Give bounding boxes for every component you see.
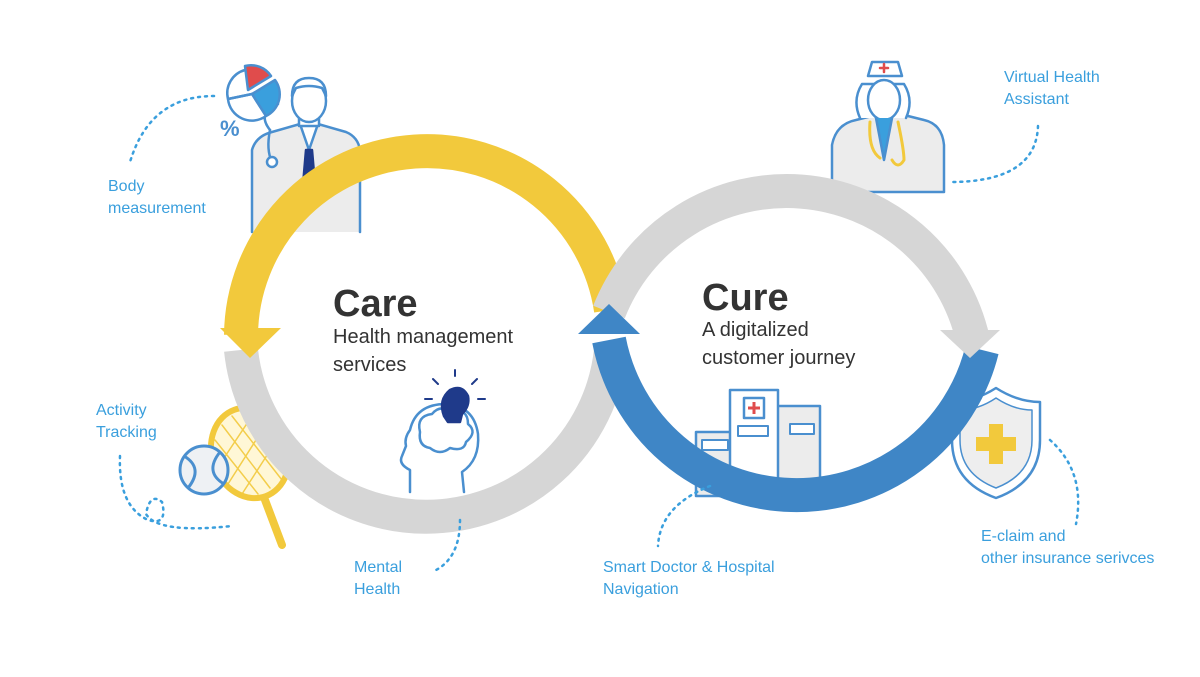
care-subtitle-line-1: Health management: [333, 326, 514, 348]
label-line: Virtual Health: [1004, 69, 1100, 86]
label-mental-health: Mental Health: [354, 557, 402, 601]
connector-activity-tracking: [118, 454, 234, 530]
label-body-measurement: Body measurement: [108, 176, 206, 220]
care-arrowhead: [220, 328, 281, 358]
label-smart-doctor: Smart Doctor & Hospital Navigation: [603, 557, 775, 601]
care-subtitle-line-2: services: [333, 354, 407, 376]
head-lightbulb-icon: [399, 369, 486, 494]
infinity-loop: [224, 134, 999, 534]
label-line: other insurance serivces: [981, 550, 1155, 567]
cure-subtitle-line-1: A digitalized: [702, 319, 809, 341]
care-ring-yellow-arrow: [224, 134, 628, 336]
label-line: Tracking: [96, 424, 157, 441]
care-ring-gray-segment: [224, 348, 628, 534]
cure-title: Cure: [702, 277, 789, 319]
cure-subtitle: A digitalized customer journey: [702, 316, 855, 372]
label-line: Smart Doctor & Hospital: [603, 559, 775, 576]
care-subtitle: Health management services: [333, 323, 513, 379]
label-activity-tracking: Activity Tracking: [96, 400, 157, 444]
connector-virtual-assistant: [948, 124, 1040, 184]
label-line: Activity: [96, 402, 147, 419]
pie-chart-icon: [226, 64, 281, 122]
label-eclaim: E-claim and other insurance serivces: [981, 526, 1154, 570]
label-line: E-claim and: [981, 528, 1066, 545]
label-line: Mental: [354, 559, 403, 576]
connector-mental-health: [430, 518, 462, 574]
connector-eclaim: [1048, 438, 1080, 526]
tennis-ball-icon: [178, 444, 230, 496]
cure-ring-blue-arrow: [592, 336, 999, 513]
dotted-connectors: [118, 94, 1080, 574]
care-title: Care: [333, 283, 418, 325]
percent-icon: %: [220, 116, 240, 141]
label-virtual-assistant: Virtual Health Assistant: [1004, 67, 1100, 111]
label-line: measurement: [108, 200, 206, 217]
label-line: Navigation: [603, 581, 679, 598]
cure-blue-arrowhead: [578, 304, 640, 334]
cure-gray-arrowhead: [940, 330, 1000, 358]
label-line: Body: [108, 178, 145, 195]
cure-ring-gray-arrow: [593, 174, 990, 344]
cure-subtitle-line-2: customer journey: [702, 347, 856, 369]
shield-cross-icon: [950, 386, 1042, 500]
label-line: Health: [354, 581, 401, 598]
connector-body-measurement: [128, 94, 216, 164]
nurse-icon: [830, 60, 946, 194]
connector-smart-doctor: [656, 484, 712, 548]
label-line: Assistant: [1004, 91, 1069, 108]
